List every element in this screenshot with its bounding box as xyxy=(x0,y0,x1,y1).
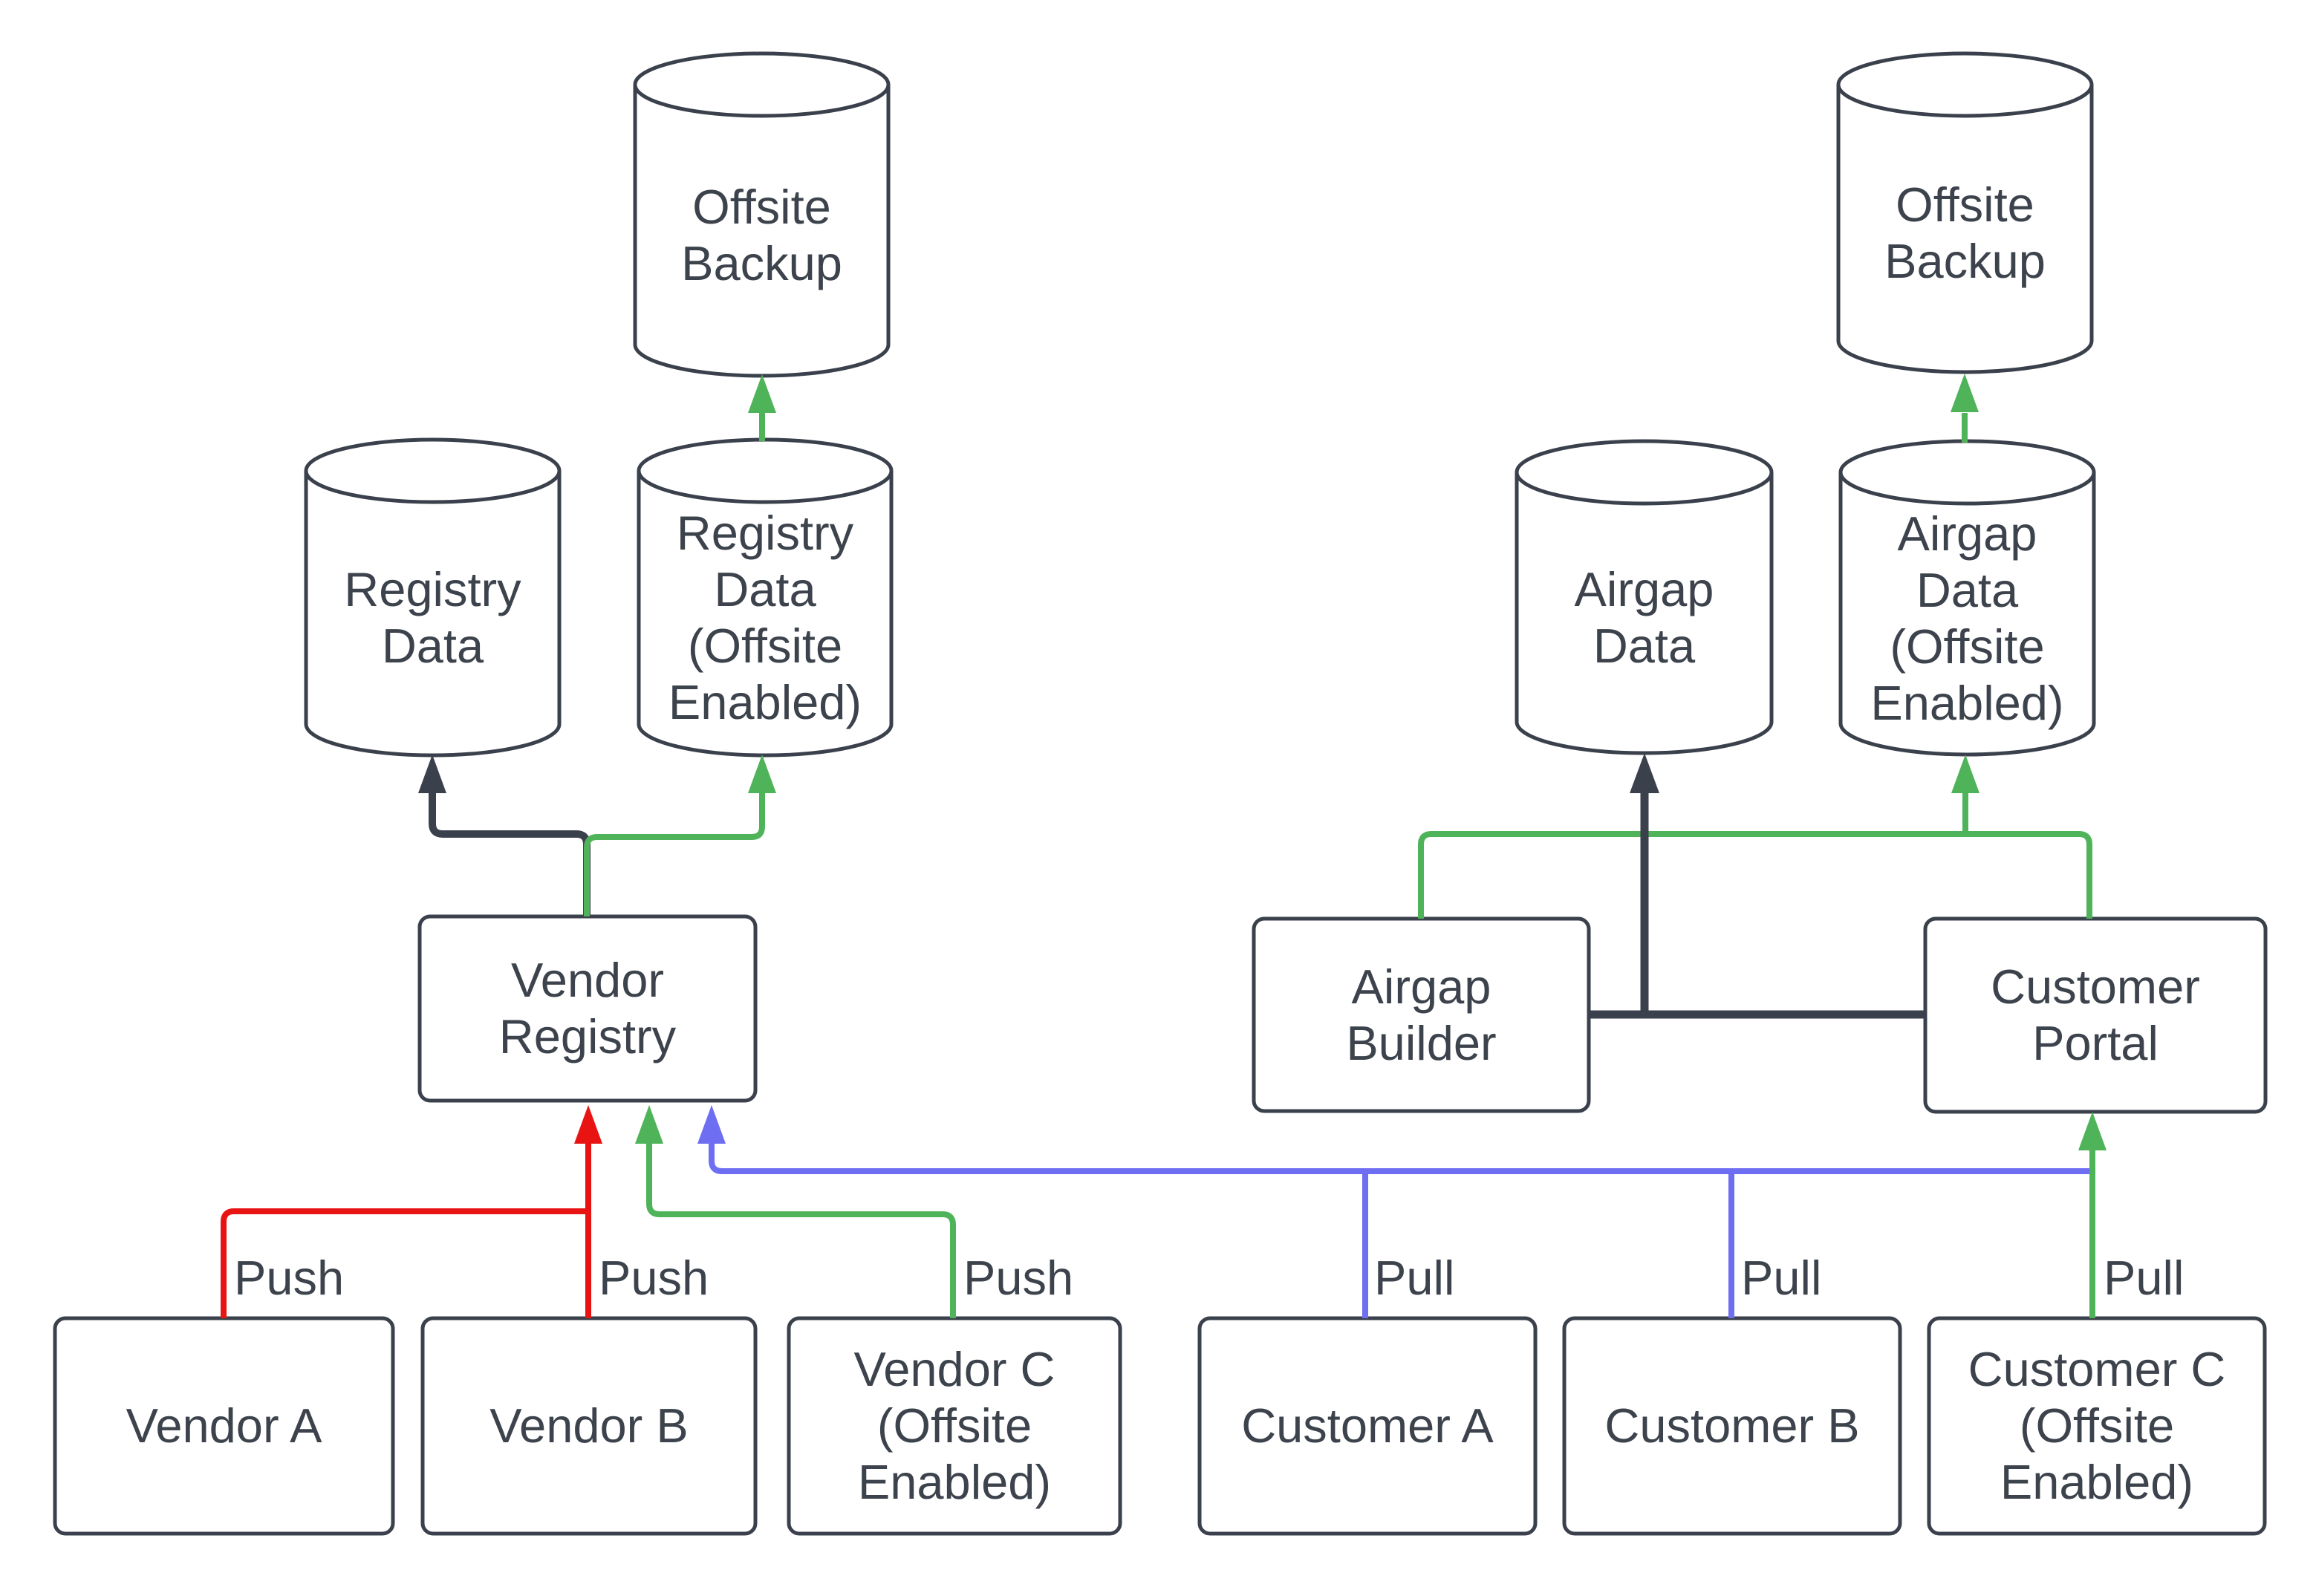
edge-vendor-c-push xyxy=(646,1144,956,1318)
node-registry-data-offsite[interactable]: Registry Data (Offsite Enabled) xyxy=(668,506,862,729)
customer-c-box xyxy=(1927,1316,2267,1536)
node-offsite-backup-left[interactable]: Offsite Backup xyxy=(681,179,842,290)
edge-label-pull-customer-c: Pull xyxy=(2104,1251,2184,1305)
edge-customers-pull-blue xyxy=(709,1144,2089,1174)
airgap-data-offsite-cylinder xyxy=(1838,439,2096,757)
node-airgap-data[interactable]: Airgap Data xyxy=(1574,561,1714,673)
edge-vendor-registry-to-registry-data-offsite xyxy=(584,793,765,916)
arrowhead-airgap-data-offsite-green xyxy=(1951,755,1979,793)
offsite-backup-right-cylinder xyxy=(1836,51,2094,374)
airgap-data-cylinder xyxy=(1515,439,1774,755)
node-registry-data[interactable]: Registry Data xyxy=(344,562,521,673)
node-customer-a[interactable]: Customer A xyxy=(1241,1398,1494,1453)
arrowhead-offsite-backup-right xyxy=(1951,374,1979,412)
arrowhead-airgap-data xyxy=(1630,753,1659,793)
node-customer-portal[interactable]: Customer Portal xyxy=(1991,960,2200,1070)
node-vendor-b[interactable]: Vendor B xyxy=(489,1398,689,1453)
arrowhead-registry-data-offsite xyxy=(748,755,776,793)
node-airgap-builder[interactable]: Airgap Builder xyxy=(1346,959,1497,1070)
edge-vendor-a-push xyxy=(221,1208,587,1318)
edge-label-push-vendor-b: Push xyxy=(599,1251,709,1305)
arrowhead-vendor-push-red xyxy=(574,1105,602,1144)
edge-airgap-builder-customer-portal-green xyxy=(1418,831,2092,919)
node-vendor-a[interactable]: Vendor A xyxy=(126,1398,322,1453)
edge-label-push-vendor-c: Push xyxy=(963,1251,1074,1305)
arrowhead-vendor-registry-blue xyxy=(697,1105,726,1144)
edge-label-pull-customer-a: Pull xyxy=(1374,1251,1455,1305)
edge-vendor-registry-to-registry-data xyxy=(429,793,591,916)
registry-data-offsite-cylinder xyxy=(637,437,894,758)
edge-label-push-vendor-a: Push xyxy=(234,1251,345,1305)
node-customer-b[interactable]: Customer B xyxy=(1604,1398,1860,1453)
arrowhead-registry-data xyxy=(418,755,446,793)
arrowhead-customer-portal-green xyxy=(2078,1112,2107,1150)
edge-label-pull-customer-b: Pull xyxy=(1741,1251,1822,1305)
arrowhead-vendor-registry-green xyxy=(635,1105,663,1144)
node-vendor-registry[interactable]: Vendor Registry xyxy=(498,953,677,1064)
node-airgap-data-offsite[interactable]: Airgap Data (Offsite Enabled) xyxy=(1870,506,2064,730)
node-offsite-backup-right[interactable]: Offsite Backup xyxy=(1884,177,2046,288)
arrowhead-offsite-backup-left xyxy=(748,374,776,413)
node-customer-c[interactable]: Customer C (Offsite Enabled) xyxy=(1968,1342,2226,1509)
registry-data-cylinder xyxy=(304,437,562,758)
node-vendor-c[interactable]: Vendor C (Offsite Enabled) xyxy=(853,1342,1055,1509)
offsite-backup-left-cylinder xyxy=(633,51,891,378)
